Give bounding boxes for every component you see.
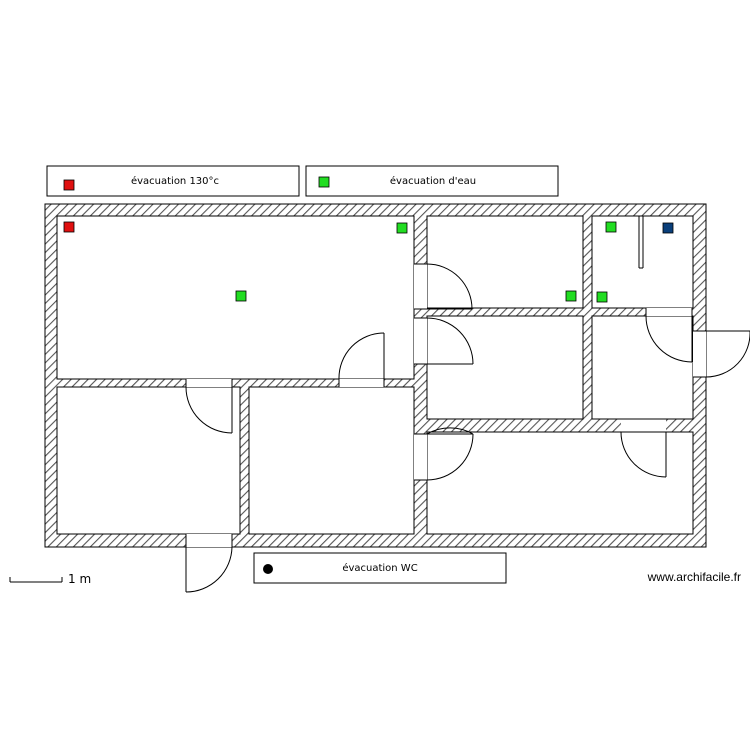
green-marker-icon <box>235 290 247 302</box>
red-marker-icon <box>63 179 75 191</box>
green-marker-icon <box>396 222 408 234</box>
legend-label-eau: évacuation d'eau <box>390 175 476 187</box>
room-bottom-right <box>426 431 694 535</box>
green-marker-icon <box>605 221 617 233</box>
green-marker-icon <box>596 291 608 303</box>
walls <box>44 203 707 548</box>
blue-marker-icon <box>662 222 674 234</box>
room-bedroom-middle <box>248 386 415 535</box>
room-bedroom-left <box>56 386 241 535</box>
legend-label-wc: évacuation WC <box>342 562 417 574</box>
site-watermark[interactable]: www.archifacile.fr <box>647 570 741 584</box>
green-marker-icon <box>318 176 330 188</box>
red-marker-icon <box>63 221 75 233</box>
legend-130: évacuation 130°c <box>46 165 300 197</box>
scale-bar: 1 m <box>9 572 91 586</box>
room-small-right <box>591 315 694 420</box>
legend-eau: évacuation d'eau <box>305 165 559 197</box>
green-marker-icon <box>565 290 577 302</box>
legend-label-130: évacuation 130°c <box>131 175 219 187</box>
room-center <box>426 315 584 420</box>
legend-wc: évacuation WC <box>253 552 507 584</box>
room-living <box>56 215 415 380</box>
room-kitchen <box>426 215 584 309</box>
doors <box>185 263 750 593</box>
scale-label: 1 m <box>68 572 91 586</box>
wc-marker-icon <box>263 564 273 574</box>
markers <box>63 221 674 303</box>
